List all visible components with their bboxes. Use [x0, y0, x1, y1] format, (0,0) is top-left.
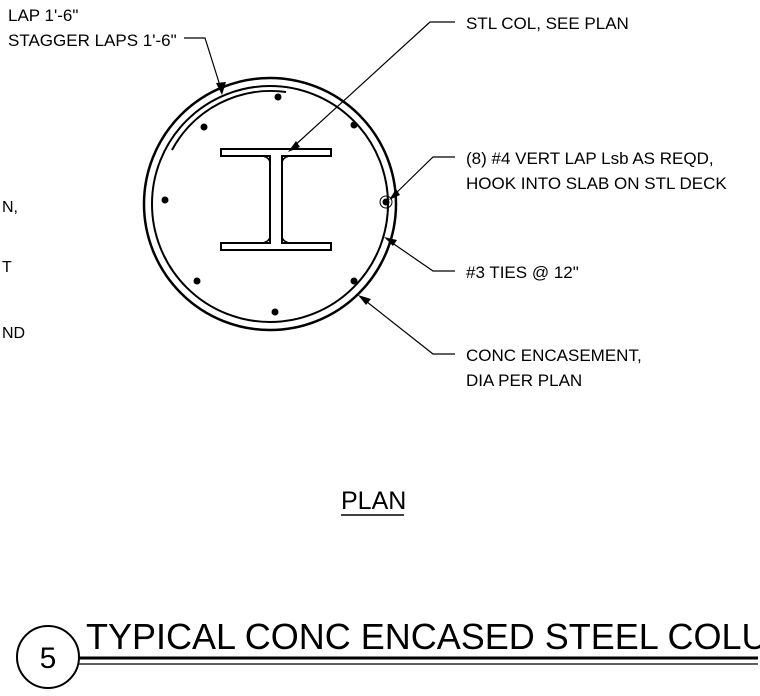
note-ties: #3 TIES @ 12"	[466, 263, 579, 282]
rebar-dot	[350, 277, 358, 285]
note-stl-col: STL COL, SEE PLAN	[466, 14, 629, 33]
rebar-dot	[350, 121, 358, 129]
note-vert-bars-line2: HOOK INTO SLAB ON STL DECK	[466, 174, 727, 193]
note-lap-line2: STAGGER LAPS 1'-6"	[8, 31, 177, 50]
leader-stl-col	[288, 21, 455, 152]
vertical-rebars	[161, 93, 393, 316]
rebar-hook-marker	[379, 195, 393, 209]
leader-encasement	[358, 295, 455, 355]
leader-vert-bars	[389, 156, 455, 200]
tie-lap-arc	[171, 89, 287, 151]
concrete-encasement-outer	[142, 76, 398, 332]
leader-ties	[384, 237, 455, 272]
note-encasement-line2: DIA PER PLAN	[466, 371, 582, 390]
rebar-dot	[274, 93, 282, 101]
steel-column-wide-flange	[220, 148, 332, 251]
rebar-dot	[161, 196, 169, 204]
cutoff-text-3: ND	[2, 325, 25, 342]
rebar-dot	[200, 123, 208, 131]
leader-lap	[184, 37, 226, 95]
detail-number: 5	[40, 642, 57, 675]
rebar-dot-hooked	[382, 198, 390, 206]
detail-title: TYPICAL CONC ENCASED STEEL COLUMN	[86, 616, 760, 657]
note-vert-bars-line1: (8) #4 VERT LAP Lsb AS REQD,	[466, 149, 714, 168]
rebar-dot	[271, 308, 279, 316]
note-encasement-line1: CONC ENCASEMENT,	[466, 346, 642, 365]
rebar-dot	[193, 277, 201, 285]
view-label-plan: PLAN	[341, 487, 406, 515]
note-lap-line1: LAP 1'-6"	[8, 6, 78, 25]
cutoff-text-2: T	[2, 259, 12, 276]
cutoff-text-1: N,	[2, 199, 18, 216]
